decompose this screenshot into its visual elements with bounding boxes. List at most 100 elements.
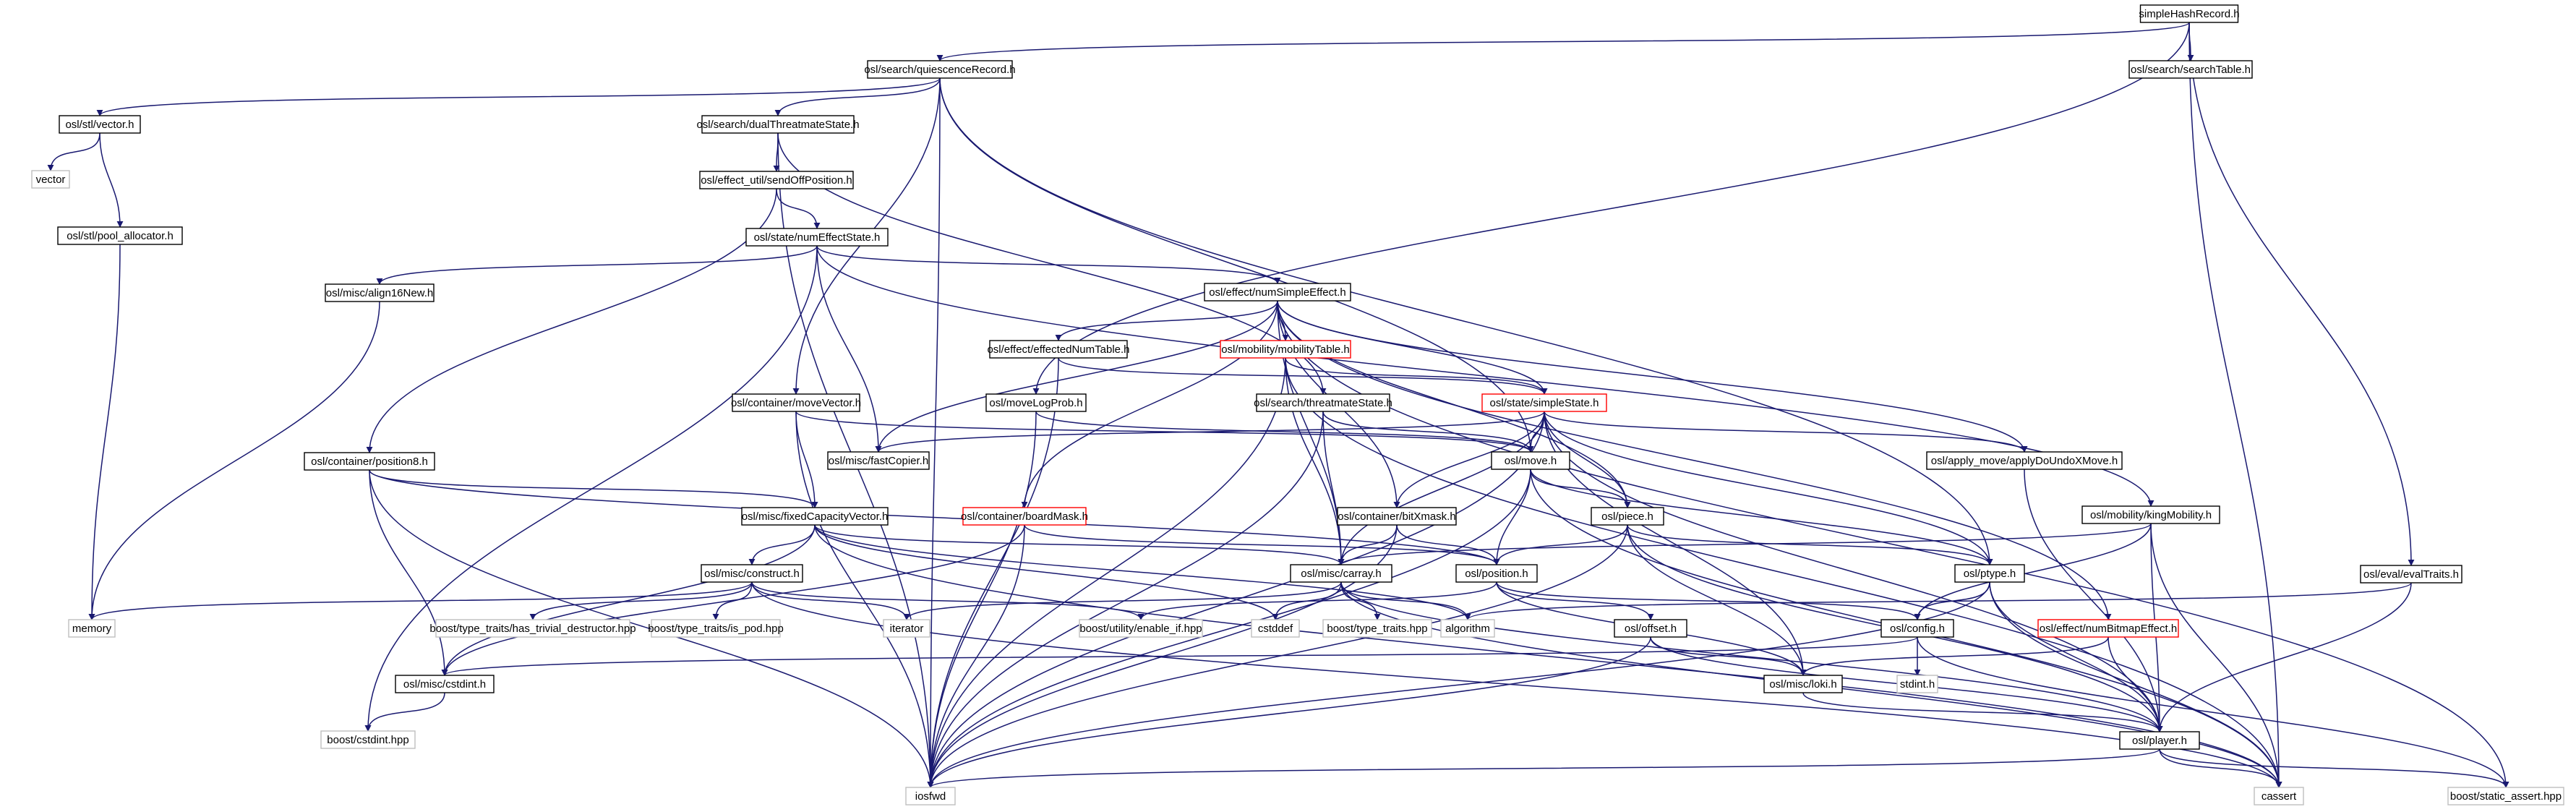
edge-nes-to-a16 bbox=[376, 245, 818, 285]
edge-mv-to-iosfwd bbox=[795, 411, 934, 788]
node-box-nbe bbox=[2037, 619, 2179, 638]
node-box-csi bbox=[395, 675, 495, 693]
edge-nbe-to-player bbox=[2108, 636, 2163, 732]
node-qr[interactable]: osl/search/quiescenceRecord.h bbox=[864, 60, 1016, 79]
node-move[interactable]: osl/move.h bbox=[1491, 451, 1570, 470]
node-box-tms bbox=[1256, 393, 1390, 412]
edge-ss-to-pt bbox=[1544, 411, 1993, 565]
node-fc[interactable]: osl/misc/fastCopier.h bbox=[827, 451, 930, 470]
node-enif: boost/utility/enable_if.hpp bbox=[1079, 619, 1203, 638]
node-cfg[interactable]: osl/config.h bbox=[1880, 619, 1954, 638]
edge-ca-to-iter bbox=[903, 581, 1342, 620]
node-player[interactable]: osl/player.h bbox=[2119, 731, 2200, 750]
node-box-player bbox=[2119, 731, 2200, 750]
edge-km-to-ca bbox=[1338, 523, 2152, 565]
edge-piece-to-pos bbox=[1493, 524, 1628, 565]
edge-player-to-bsa bbox=[2159, 748, 2509, 788]
edge-ss-to-player bbox=[1544, 411, 2163, 732]
node-pool[interactable]: osl/stl/pool_allocator.h bbox=[57, 226, 183, 245]
node-root[interactable]: simpleHashRecord.h bbox=[2139, 4, 2240, 23]
node-dts[interactable]: osl/search/dualThreatmateState.h bbox=[696, 115, 860, 134]
node-box-loki bbox=[1763, 675, 1843, 693]
node-off[interactable]: osl/offset.h bbox=[1614, 619, 1687, 638]
edge-adu-to-player bbox=[2024, 469, 2163, 732]
node-tms[interactable]: osl/search/threatmateState.h bbox=[1254, 393, 1392, 412]
node-box-mv bbox=[732, 393, 860, 412]
edge-a16-to-memory bbox=[88, 301, 380, 620]
node-sop[interactable]: osl/effect_util/sendOffPosition.h bbox=[699, 171, 854, 189]
node-box-ca bbox=[1290, 564, 1392, 583]
edge-p8-to-csi bbox=[369, 469, 448, 676]
node-cstddef: cstddef bbox=[1251, 619, 1300, 638]
node-adu[interactable]: osl/apply_move/applyDoUndoXMove.h bbox=[1926, 451, 2123, 470]
node-mv[interactable]: osl/container/moveVector.h bbox=[731, 393, 861, 412]
edge-piece-to-pt bbox=[1627, 524, 1993, 565]
node-vec[interactable]: osl/stl/vector.h bbox=[59, 115, 141, 134]
node-stdint: stdint.h bbox=[1896, 675, 1938, 693]
node-htd: boost/type_traits/has_trivial_destructor… bbox=[429, 619, 636, 638]
edge-pt-to-player bbox=[1989, 581, 2163, 732]
node-nbe[interactable]: osl/effect/numBitmapEffect.h bbox=[2037, 619, 2179, 638]
edge-bx-to-pos bbox=[1396, 524, 1500, 565]
node-piece[interactable]: osl/piece.h bbox=[1591, 507, 1664, 526]
node-box-mlp bbox=[985, 393, 1087, 412]
node-csi[interactable]: osl/misc/cstdint.h bbox=[395, 675, 495, 693]
edge-bx-to-ca bbox=[1338, 524, 1398, 565]
edge-piece-to-loki bbox=[1627, 524, 1807, 676]
edge-km-to-cassert bbox=[2150, 523, 2282, 788]
node-box-nes bbox=[745, 228, 889, 247]
edge-pos-to-off bbox=[1496, 581, 1654, 620]
node-ca[interactable]: osl/misc/carray.h bbox=[1290, 564, 1392, 583]
edge-qr-to-dts bbox=[774, 77, 941, 116]
edge-enc-to-ss bbox=[1058, 357, 1548, 395]
edge-ss-to-ca bbox=[1338, 411, 1545, 565]
node-st[interactable]: osl/search/searchTable.h bbox=[2128, 60, 2253, 79]
node-box-pt bbox=[1954, 564, 2025, 583]
node-box-adu bbox=[1926, 451, 2123, 470]
edge-qr-to-vec bbox=[96, 77, 941, 116]
node-box-off bbox=[1614, 619, 1687, 638]
edge-qr-to-pt bbox=[939, 77, 1993, 565]
edge-enc-to-iosfwd bbox=[927, 357, 1059, 788]
node-nse[interactable]: osl/effect/numSimpleEffect.h bbox=[1204, 283, 1351, 302]
node-btt: boost/type_traits.hpp bbox=[1322, 619, 1432, 638]
edge-fcv-to-csi bbox=[441, 524, 816, 676]
edge-mt-to-ss bbox=[1285, 357, 1548, 395]
edge-nbe-to-loki bbox=[1800, 636, 2109, 676]
edge-nes-to-nse bbox=[816, 245, 1281, 284]
edge-mlp-to-move bbox=[1035, 411, 1534, 453]
node-enc[interactable]: osl/effect/effectedNumTable.h bbox=[987, 340, 1130, 359]
edge-cons-to-ispod bbox=[712, 581, 753, 620]
node-mt[interactable]: osl/mobility/mobilityTable.h bbox=[1220, 340, 1351, 359]
edge-root-to-qr bbox=[936, 22, 2190, 61]
edge-bm-to-pos bbox=[1024, 524, 1500, 565]
node-box-sop bbox=[699, 171, 854, 189]
node-nes[interactable]: osl/state/numEffectState.h bbox=[745, 228, 889, 247]
node-pt[interactable]: osl/ptype.h bbox=[1954, 564, 2025, 583]
node-bx[interactable]: osl/container/bitXmask.h bbox=[1337, 507, 1457, 526]
edge-p8-to-fcv bbox=[369, 469, 818, 508]
node-pos[interactable]: osl/position.h bbox=[1455, 564, 1538, 583]
node-bm[interactable]: osl/container/boardMask.h bbox=[961, 507, 1088, 526]
node-et[interactable]: osl/eval/evalTraits.h bbox=[2360, 565, 2462, 584]
node-p8[interactable]: osl/container/position8.h bbox=[304, 452, 435, 471]
node-box-cfg bbox=[1880, 619, 1954, 638]
node-km[interactable]: osl/mobility/kingMobility.h bbox=[2081, 505, 2220, 524]
node-loki[interactable]: osl/misc/loki.h bbox=[1763, 675, 1843, 693]
node-fcv[interactable]: osl/misc/fixedCapacityVector.h bbox=[741, 507, 889, 526]
node-ss[interactable]: osl/state/simpleState.h bbox=[1481, 393, 1607, 412]
node-mlp[interactable]: osl/moveLogProb.h bbox=[985, 393, 1087, 412]
node-cassert: cassert bbox=[2254, 787, 2304, 805]
node-box-stdint bbox=[1896, 675, 1938, 693]
node-cons[interactable]: osl/misc/construct.h bbox=[701, 564, 803, 583]
edge-root-to-et bbox=[2188, 22, 2415, 566]
edge-loki-to-player bbox=[1802, 692, 2163, 732]
edge-csi-to-bcs bbox=[364, 692, 445, 732]
node-a16[interactable]: osl/misc/align16New.h bbox=[325, 283, 435, 302]
edge-fcv-to-cons bbox=[748, 524, 816, 565]
node-box-enc bbox=[989, 340, 1128, 359]
node-box-bx bbox=[1337, 507, 1457, 526]
edge-nse-to-bsa bbox=[1277, 300, 2509, 788]
node-box-ispod bbox=[651, 619, 781, 638]
